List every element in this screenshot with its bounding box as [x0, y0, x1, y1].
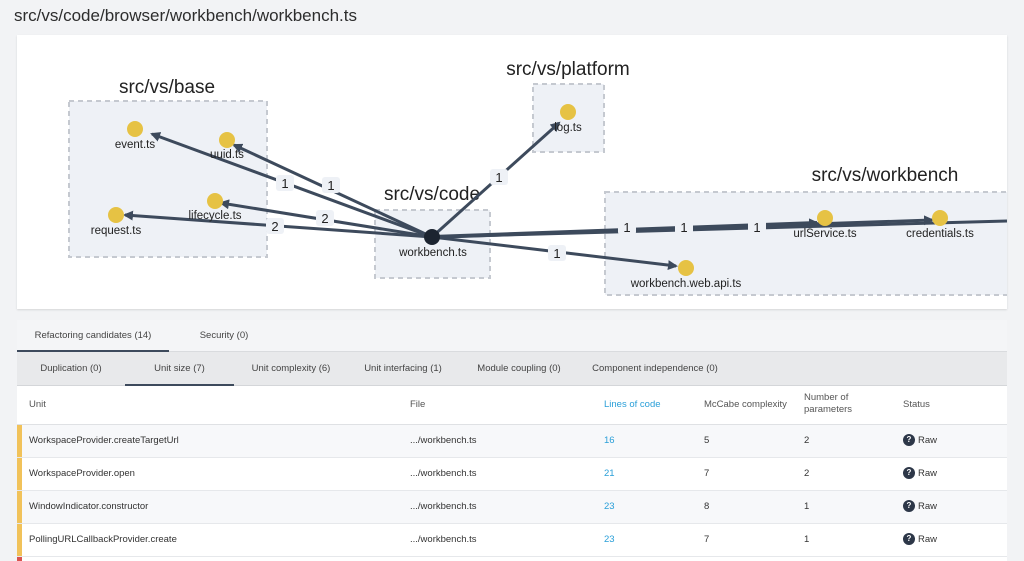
status-label: Raw: [918, 435, 938, 446]
loc-cell[interactable]: 21: [604, 468, 615, 479]
status-cell[interactable]: ?Raw: [903, 491, 937, 523]
group-box-base[interactable]: [68, 100, 268, 258]
edge-label-request: 2: [271, 219, 278, 234]
node-label-workbench: workbench.ts: [398, 247, 467, 259]
node-label-lifecycle: lifecycle.ts: [188, 210, 241, 222]
tab-security[interactable]: Security (0): [199, 330, 249, 341]
node-label-urlservice: urlService.ts: [793, 228, 857, 240]
group-box-workbench[interactable]: [604, 191, 1007, 296]
tab-unit-interfacing[interactable]: Unit interfacing (1): [364, 363, 442, 374]
secondary-tabs: Duplication (0) Unit size (7) Unit compl…: [17, 352, 1007, 386]
severity-bar-next-row: [17, 557, 22, 561]
header-lines-of-code[interactable]: Lines of code: [604, 399, 661, 410]
unit-cell: WorkspaceProvider.open: [29, 468, 135, 479]
node-uuid[interactable]: [219, 132, 235, 148]
page-title: src/vs/code/browser/workbench/workbench.…: [14, 6, 357, 25]
unit-cell: WorkspaceProvider.createTargetUrl: [29, 435, 179, 446]
status-label: Raw: [918, 534, 938, 545]
primary-tabs: Refactoring candidates (14) Security (0): [17, 320, 1007, 352]
severity-bar: [17, 524, 22, 556]
tab-refactoring-candidates[interactable]: Refactoring candidates (14): [17, 320, 169, 352]
group-label-platform: src/vs/platform: [506, 59, 630, 80]
node-event[interactable]: [127, 121, 143, 137]
header-params-line2: parameters: [804, 404, 853, 415]
severity-bar: [17, 425, 22, 457]
loc-cell[interactable]: 23: [604, 501, 615, 512]
node-log[interactable]: [560, 104, 576, 120]
question-icon: ?: [903, 467, 915, 480]
edge-label-uuid: 1: [327, 178, 334, 193]
node-label-credentials: credentials.ts: [906, 228, 974, 240]
loc-cell[interactable]: 23: [604, 534, 615, 545]
node-workbench-focus[interactable]: [424, 229, 440, 245]
node-label-webapi: workbench.web.api.ts: [630, 278, 742, 290]
mccabe-cell: 7: [704, 534, 710, 545]
status-cell[interactable]: ?Raw: [903, 425, 937, 457]
status-label: Raw: [918, 501, 938, 512]
status-cell[interactable]: ?Raw: [903, 524, 937, 556]
tab-module-coupling[interactable]: Module coupling (0): [477, 363, 561, 374]
severity-bar: [17, 458, 22, 490]
table-row[interactable]: WorkspaceProvider.createTargetUrl .../wo…: [17, 425, 1007, 458]
node-request[interactable]: [108, 207, 124, 223]
node-label-uuid: uuid.ts: [210, 149, 244, 161]
mccabe-cell: 8: [704, 501, 710, 512]
params-cell: 1: [804, 534, 810, 545]
file-cell: .../workbench.ts: [410, 534, 477, 545]
tab-duplication[interactable]: Duplication (0): [40, 363, 102, 374]
unit-cell: PollingURLCallbackProvider.create: [29, 534, 177, 545]
edge-offscreen[interactable]: [431, 219, 1007, 239]
refactoring-table: Unit File Lines of code McCabe complexit…: [17, 386, 1007, 561]
edge-label-webapi: 1: [553, 246, 560, 261]
tab-component-independence[interactable]: Component independence (0): [592, 363, 718, 374]
question-icon: ?: [903, 533, 915, 546]
node-lifecycle[interactable]: [207, 193, 223, 209]
node-credentials[interactable]: [932, 210, 948, 226]
edge-label-lifecycle: 2: [321, 211, 328, 226]
dependency-graph[interactable]: src/vs/base src/vs/platform src/vs/code …: [17, 35, 1007, 309]
mccabe-cell: 5: [704, 435, 710, 446]
question-icon: ?: [903, 434, 915, 447]
table-row[interactable]: WindowIndicator.constructor .../workbenc…: [17, 491, 1007, 524]
node-urlservice[interactable]: [817, 210, 833, 226]
group-label-code: src/vs/code: [384, 184, 480, 205]
node-label-event: event.ts: [115, 139, 156, 151]
node-webapi[interactable]: [678, 260, 694, 276]
table-row[interactable]: PollingURLCallbackProvider.create .../wo…: [17, 524, 1007, 557]
loc-cell[interactable]: 16: [604, 435, 615, 446]
tab-unit-complexity[interactable]: Unit complexity (6): [251, 363, 331, 374]
params-cell: 2: [804, 435, 810, 446]
edge-label-urlservice: 1: [753, 220, 760, 235]
file-cell: .../workbench.ts: [410, 501, 477, 512]
header-params[interactable]: Number of parameters: [804, 392, 852, 416]
question-icon: ?: [903, 500, 915, 513]
group-label-workbench: src/vs/workbench: [812, 165, 959, 186]
edge-label-credentials: 1: [680, 220, 687, 235]
status-cell[interactable]: ?Raw: [903, 458, 937, 490]
header-unit[interactable]: Unit: [29, 399, 46, 410]
node-label-request: request.ts: [91, 225, 142, 237]
header-mccabe[interactable]: McCabe complexity: [704, 399, 787, 410]
edge-label-event: 1: [281, 176, 288, 191]
edge-label-offscreen: 1: [623, 220, 630, 235]
file-cell: .../workbench.ts: [410, 435, 477, 446]
edge-label-log: 1: [495, 170, 502, 185]
params-cell: 2: [804, 468, 810, 479]
header-file[interactable]: File: [410, 399, 426, 410]
params-cell: 1: [804, 501, 810, 512]
graph-canvas[interactable]: src/vs/base src/vs/platform src/vs/code …: [17, 35, 1007, 309]
file-cell: .../workbench.ts: [410, 468, 477, 479]
status-label: Raw: [918, 468, 938, 479]
severity-bar: [17, 491, 22, 523]
table-header: Unit File Lines of code McCabe complexit…: [17, 386, 1007, 425]
table-row[interactable]: WorkspaceProvider.open .../workbench.ts …: [17, 458, 1007, 491]
mccabe-cell: 7: [704, 468, 710, 479]
unit-cell: WindowIndicator.constructor: [29, 501, 149, 512]
tab-unit-size[interactable]: Unit size (7): [125, 352, 234, 386]
header-status[interactable]: Status: [903, 399, 930, 410]
group-label-base: src/vs/base: [119, 77, 215, 98]
header-params-line1: Number of: [804, 392, 849, 403]
node-label-log: log.ts: [554, 122, 582, 134]
